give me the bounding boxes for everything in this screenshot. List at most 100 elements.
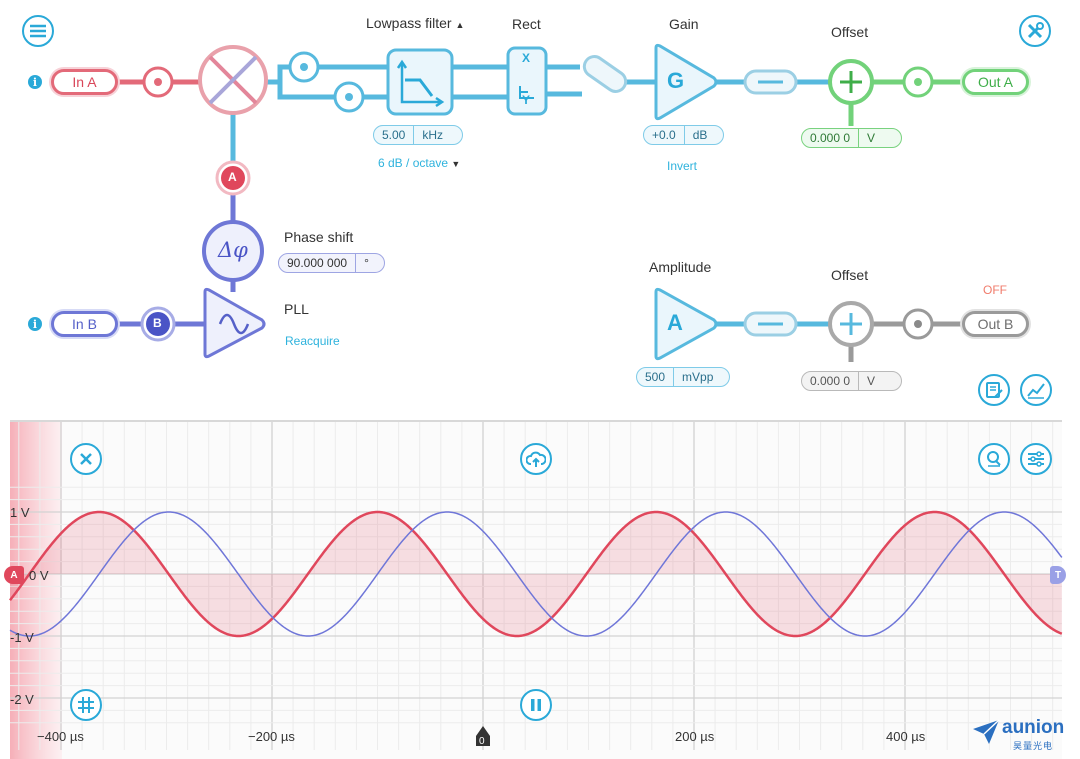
sliders-icon — [1028, 451, 1044, 467]
paper-plane-icon — [973, 719, 1000, 744]
node-dot-out-a[interactable] — [902, 66, 934, 98]
oscilloscope-panel[interactable]: 1 V 0 V -1 V -2 V −400 µs −200 µs 0 200 … — [0, 420, 1080, 759]
ref-marker-b-label: B — [153, 316, 162, 330]
offset-b-field[interactable]: 0.000 0 V — [801, 371, 902, 391]
x-tick-label: −400 µs — [37, 729, 84, 744]
trigger-pointer-bottom — [476, 726, 490, 746]
x-tick-label: 400 µs — [886, 729, 926, 744]
pause-button[interactable] — [520, 689, 552, 721]
output-a-button[interactable]: Out A — [962, 69, 1029, 95]
lowpass-slope-dropdown[interactable]: 6 dB / octave ▼ — [378, 156, 461, 170]
rect-x-label: X — [522, 51, 531, 65]
gain-unit: dB — [683, 126, 716, 144]
lowpass-cutoff-unit: kHz — [413, 126, 451, 144]
invert-capsule-b[interactable] — [743, 311, 798, 337]
trace-channel-b — [9, 511, 1063, 637]
output-b-button[interactable]: Out B — [962, 311, 1029, 337]
mixer-block[interactable] — [198, 45, 268, 115]
rect-toggle-switch[interactable] — [580, 53, 629, 96]
pause-icon — [531, 699, 541, 711]
amplitude-value: 500 — [645, 370, 666, 384]
export-button[interactable] — [520, 443, 552, 475]
ref-marker-a-label: A — [228, 170, 237, 184]
rect-block[interactable] — [506, 46, 548, 116]
brand-logo: aunion 昊量光电 — [972, 717, 1070, 753]
x-tick-label: −200 µs — [248, 729, 295, 744]
offset-a-field[interactable]: 0.000 0 V — [801, 128, 902, 148]
offset-a-value: 0.000 0 — [810, 131, 851, 145]
trend-button[interactable] — [1020, 374, 1052, 406]
offset-a-title: Offset — [831, 24, 869, 40]
y-tick-label: 1 V — [10, 505, 30, 520]
trigger-level-marker-t[interactable]: T — [1050, 566, 1066, 584]
brand-logo-subtext: 昊量光电 — [1013, 741, 1054, 751]
phase-shift-block[interactable] — [202, 220, 264, 282]
gain-value-field[interactable]: +0.0 dB — [643, 125, 724, 145]
ref-marker-b — [140, 306, 176, 342]
output-b-label: Out B — [977, 316, 1014, 332]
edit-document-icon — [986, 382, 1003, 398]
amplitude-block[interactable] — [654, 287, 718, 361]
y-tick-label: 0 V — [29, 568, 49, 583]
scope-settings-button[interactable] — [1020, 443, 1052, 475]
output-a-label: Out A — [977, 74, 1014, 90]
cloud-upload-icon — [526, 451, 546, 467]
x-tick-label: 200 µs — [675, 729, 715, 744]
invert-capsule-a[interactable] — [743, 69, 798, 95]
rect-y-label: Y — [522, 93, 531, 107]
pll-reacquire-button[interactable]: Reacquire — [285, 334, 340, 348]
offset-b-title: Offset — [831, 267, 869, 283]
input-a-button[interactable]: In A — [51, 69, 118, 95]
gain-value: +0.0 — [652, 128, 676, 142]
hamburger-icon — [30, 24, 46, 38]
grid-icon — [78, 697, 94, 713]
notes-button[interactable] — [978, 374, 1010, 406]
lowpass-filter-title[interactable]: Lowpass filter ▲ — [366, 15, 465, 31]
signal-wires — [118, 43, 962, 362]
phase-shift-unit: ° — [355, 254, 377, 272]
amplitude-value-field[interactable]: 500 mVpp — [636, 367, 730, 387]
phase-shift-field[interactable]: 90.000 000 ° — [278, 253, 385, 273]
node-dot-in-a[interactable] — [142, 66, 174, 98]
lowpass-filter-block[interactable] — [386, 48, 454, 116]
gain-block[interactable] — [654, 43, 718, 121]
phase-symbol: Δφ — [218, 238, 248, 262]
info-icon-in-a[interactable]: i — [28, 75, 42, 89]
tools-icon — [1027, 22, 1044, 39]
offset-b-unit: V — [858, 372, 883, 390]
close-scope-button[interactable] — [70, 443, 102, 475]
menu-button[interactable] — [22, 15, 54, 47]
input-b-label: In B — [72, 316, 97, 332]
line-chart-icon — [1027, 383, 1045, 399]
amplitude-unit: mVpp — [673, 368, 721, 386]
signal-chain-diagram: i i In A In B Out A Out B OFF Lowpass fi… — [22, 15, 1052, 406]
settings-button[interactable] — [1019, 15, 1051, 47]
wire-mixer-out-2 — [265, 79, 335, 100]
trigger-level-marker-a[interactable]: A — [4, 566, 24, 584]
ref-marker-a — [215, 160, 251, 196]
offset-a-block[interactable] — [828, 59, 874, 105]
node-dot-y[interactable] — [333, 81, 365, 113]
caret-up-icon: ▲ — [455, 20, 465, 30]
lowpass-cutoff-value: 5.00 — [382, 128, 406, 142]
node-dot-x[interactable] — [288, 51, 320, 83]
gain-invert-toggle[interactable]: Invert — [667, 159, 698, 173]
brand-logo-text: aunion — [1002, 717, 1065, 738]
zoom-button[interactable] — [978, 443, 1010, 475]
y-tick-label: -1 V — [10, 630, 34, 645]
info-icon-in-b[interactable]: i — [28, 317, 42, 331]
grid-toggle-button[interactable] — [70, 689, 102, 721]
node-dot-out-b[interactable] — [902, 308, 934, 340]
rect-title: Rect — [512, 16, 541, 32]
gain-symbol: G — [667, 68, 685, 93]
lowpass-cutoff-field[interactable]: 5.00 kHz — [373, 125, 463, 145]
gain-title: Gain — [669, 16, 699, 32]
pll-block[interactable] — [203, 287, 266, 359]
plot-traces — [9, 510, 1063, 638]
phase-shift-value: 90.000 000 — [287, 256, 348, 270]
offset-b-block[interactable] — [828, 301, 874, 347]
input-b-button[interactable]: In B — [51, 311, 118, 337]
output-b-state: OFF — [983, 283, 1007, 297]
zoom-search-icon — [987, 451, 1001, 467]
y-tick-label: -2 V — [10, 692, 34, 707]
